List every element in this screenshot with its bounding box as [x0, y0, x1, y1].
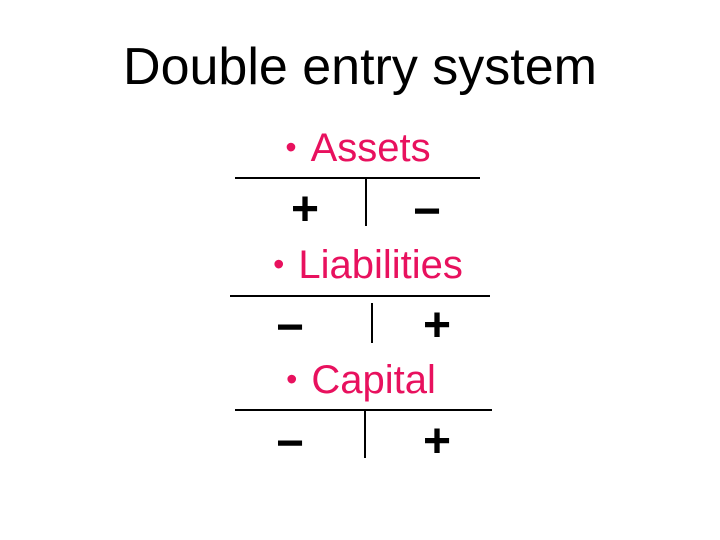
account-label-capital: Capital [311, 358, 436, 402]
bullet-icon: • [285, 129, 297, 165]
capital-credit-plus-sign: + [422, 415, 452, 468]
t-account-capital: − + [235, 409, 492, 468]
capital-debit-minus-sign: − [275, 417, 305, 470]
bullet-item-capital: • Capital [1, 358, 720, 402]
liabilities-debit-minus-sign: − [275, 301, 305, 354]
t-account-divider-line [371, 303, 373, 343]
t-account-divider-line [364, 411, 366, 458]
t-account-liabilities: − + [230, 295, 490, 352]
t-account-divider-line [365, 179, 367, 226]
bullet-icon: • [286, 361, 298, 397]
bullet-item-liabilities: • Liabilities [8, 243, 720, 287]
bullet-item-assets: • Assets [0, 126, 718, 170]
liabilities-credit-plus-sign: + [422, 299, 452, 352]
bullet-icon: • [273, 246, 285, 282]
account-label-liabilities: Liabilities [298, 243, 463, 287]
slide-title: Double entry system [123, 38, 597, 96]
account-label-assets: Assets [310, 126, 431, 170]
assets-credit-minus-sign: − [412, 185, 442, 238]
assets-debit-plus-sign: + [290, 183, 320, 236]
t-account-assets: + − [235, 177, 480, 236]
